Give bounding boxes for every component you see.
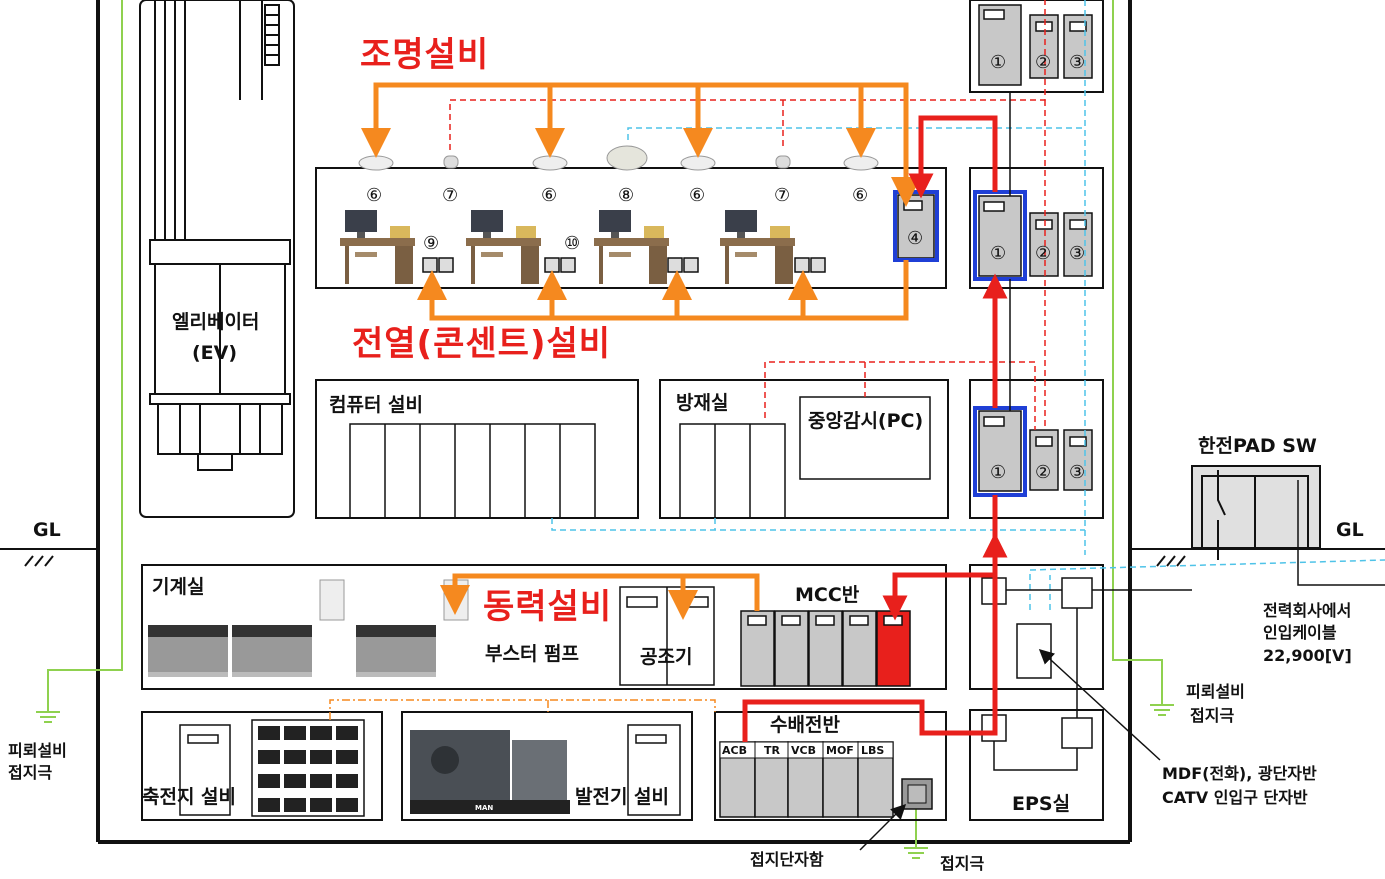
eps-rooms xyxy=(969,0,1104,821)
kepco-pad-switch xyxy=(1191,465,1321,560)
panel-2-mid: ② xyxy=(1035,243,1052,264)
substation-label: 수배전반 xyxy=(770,714,840,736)
panel-1-top: ① xyxy=(990,52,1007,73)
machine-room xyxy=(141,564,947,690)
device-6-a: ⑥ xyxy=(366,185,383,206)
ground-level xyxy=(0,548,1385,567)
eps-room-label: EPS실 xyxy=(1012,793,1071,815)
incoming-label-1: 전력회사에서 xyxy=(1263,601,1352,620)
power-circuit xyxy=(440,573,760,620)
outlets xyxy=(422,257,826,273)
office-desks xyxy=(340,210,795,284)
computer-room-label: 컴퓨터 설비 xyxy=(329,394,424,416)
distribution-boards xyxy=(897,4,1093,492)
panel-3-top: ③ xyxy=(1069,52,1086,73)
mdf-label-1: MDF(전화), 광단자반 xyxy=(1162,764,1317,783)
ahu-cabinet xyxy=(619,586,715,686)
generator-brand: MAN xyxy=(475,804,494,812)
mcc-label: MCC반 xyxy=(795,584,860,606)
switchgear-vcb: VCB xyxy=(791,744,816,757)
generator-set xyxy=(410,730,570,814)
substation-room xyxy=(714,711,947,821)
elevator-sublabel: (EV) xyxy=(192,342,238,364)
panel-3-low: ③ xyxy=(1069,462,1086,483)
ground-terminal-box xyxy=(901,778,933,810)
main-power-feed xyxy=(742,115,1008,742)
elevator-shaft xyxy=(139,0,295,518)
outlet-circuit xyxy=(417,260,909,321)
device-6-c: ⑥ xyxy=(689,185,706,206)
device-8: ⑧ xyxy=(618,185,635,206)
lighting-circuit xyxy=(361,82,921,207)
switchgear-tr: TR xyxy=(764,744,780,757)
gl-right: GL xyxy=(1336,519,1364,541)
elevator-label: 엘리베이터 xyxy=(172,311,260,333)
ground-box-label: 접지단자함 xyxy=(750,850,824,869)
lightning-ground-left: 피뢰설비 접지극 xyxy=(8,741,67,783)
device-10: ⑩ xyxy=(564,233,581,254)
generator-room xyxy=(401,711,693,821)
outlet-title: 전열(콘센트)설비 xyxy=(352,324,612,364)
panel-2-low: ② xyxy=(1035,462,1052,483)
building-outline xyxy=(96,0,1132,844)
gl-left: GL xyxy=(33,519,61,541)
power-title: 동력설비 xyxy=(483,587,613,627)
generator-label: 발전기 설비 xyxy=(575,786,670,808)
booster-pump-label: 부스터 펌프 xyxy=(485,643,580,665)
panel-3-mid: ③ xyxy=(1069,243,1086,264)
kepco-pad-label: 한전PAD SW xyxy=(1198,435,1317,457)
lightning-ground-right-2: 접지극 xyxy=(1190,706,1235,725)
panel-2-top: ② xyxy=(1035,52,1052,73)
incoming-label-3: 22,900[V] xyxy=(1263,646,1352,665)
panel-1-low: ① xyxy=(990,462,1007,483)
switchgear-acb: ACB xyxy=(722,744,747,757)
mdf-label-2: CATV 인입구 단자반 xyxy=(1162,788,1308,807)
comm-lines xyxy=(551,0,1385,610)
lightning-ground-right-1: 피뢰설비 xyxy=(1186,682,1245,701)
panel-1-mid: ① xyxy=(990,243,1007,264)
panel-4: ④ xyxy=(907,228,924,249)
fire-signal-lines xyxy=(449,0,1046,430)
emergency-lines xyxy=(329,699,716,720)
incoming-label-2: 인입케이블 xyxy=(1263,623,1337,642)
machine-room-label: 기계실 xyxy=(152,576,205,598)
mcc-panels xyxy=(740,610,911,687)
switchgear-lbs: LBS xyxy=(861,744,885,757)
lighting-title: 조명설비 xyxy=(360,35,490,75)
ahu-label: 공조기 xyxy=(640,646,693,668)
device-6-d: ⑥ xyxy=(852,185,869,206)
server-racks xyxy=(349,423,596,519)
disaster-room xyxy=(659,379,949,519)
device-6-b: ⑥ xyxy=(541,185,558,206)
battery-cells xyxy=(258,726,358,812)
central-monitor-label: 중앙감시(PC) xyxy=(808,410,924,432)
battery-label: 축전지 설비 xyxy=(142,786,237,808)
switchgear-mof: MOF xyxy=(826,744,854,757)
eps-basement-boxes xyxy=(981,577,1093,749)
lightning-ground-wire xyxy=(36,0,1174,859)
device-7-b: ⑦ xyxy=(774,185,791,206)
device-9: ⑨ xyxy=(423,233,440,254)
device-7-a: ⑦ xyxy=(442,185,459,206)
ceiling-devices xyxy=(358,145,879,171)
disaster-room-label: 방재실 xyxy=(676,392,729,414)
battery-room xyxy=(141,711,383,821)
ground-electrode-label: 접지극 xyxy=(940,854,985,873)
